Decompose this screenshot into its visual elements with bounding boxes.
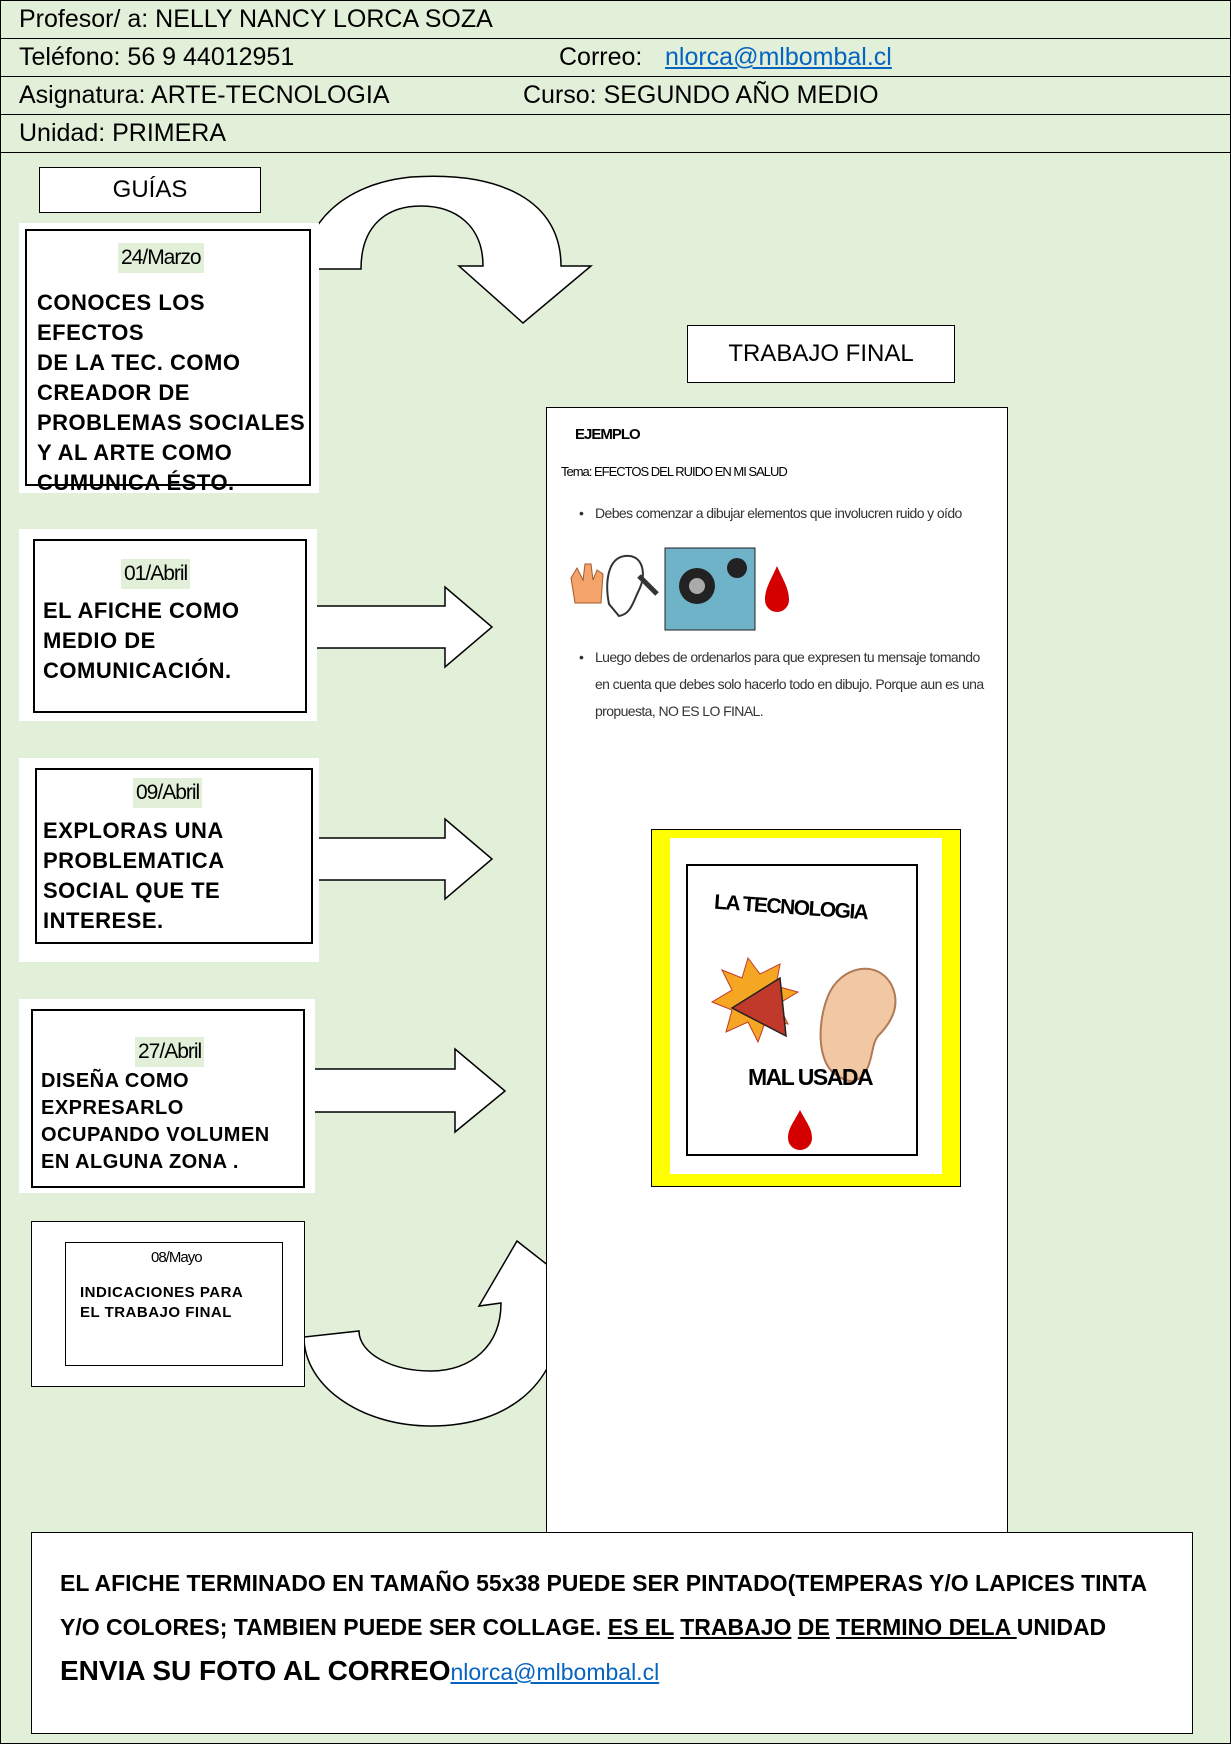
poster-bottom-text: MAL USADA xyxy=(748,1064,874,1090)
final-text-big: ENVIA SU FOTO AL CORREO xyxy=(60,1655,451,1686)
guide-date: 01/Abril xyxy=(121,559,191,589)
final-text-part2: UNIDAD xyxy=(1016,1614,1107,1640)
poster-art xyxy=(710,956,897,1150)
example-panel: EJEMPLO Tema: EFECTOS DEL RUIDO EN MI SA… xyxy=(546,407,1008,1551)
curved-arrow-top xyxy=(303,175,594,324)
final-text-part1: EL AFICHE TERMINADO EN TAMAÑO 55x38 PUED… xyxy=(60,1570,1147,1640)
guide-card-5-inner: 08/Mayo INDICACIONES PARA EL TRABAJO FIN… xyxy=(65,1242,283,1366)
guide-card-5: 08/Mayo INDICACIONES PARA EL TRABAJO FIN… xyxy=(31,1221,305,1387)
bullet-1-text: Debes comenzar a dibujar elementos que i… xyxy=(595,505,962,521)
ear-icon xyxy=(606,554,644,618)
header-row-contact: Teléfono: 56 9 44012951 Correo: nlorca@m… xyxy=(1,39,1230,77)
correo-label: Correo: xyxy=(559,43,643,71)
curso-text: Curso: SEGUNDO AÑO MEDIO xyxy=(523,81,879,109)
guide-card-1: 24/Marzo CONOCES LOS EFECTOS DE LA TEC. … xyxy=(25,229,311,495)
arrow-guide-4 xyxy=(303,1047,507,1134)
final-text-u1: ES EL xyxy=(607,1614,674,1640)
guide-text: CONOCES LOS EFECTOS DE LA TEC. COMO CREA… xyxy=(37,290,306,495)
bullet-dot: • xyxy=(579,505,584,521)
blood-drop-icon xyxy=(765,566,789,612)
guide-date: 09/Abril xyxy=(133,778,203,808)
trabajo-final-label: TRABAJO FINAL xyxy=(687,325,955,383)
header-row-subject: Asignatura: ARTE-TECNOLOGIA Curso: SEGUN… xyxy=(1,77,1230,115)
guide-text: EL AFICHE COMO MEDIO DE COMUNICACIÓN. xyxy=(43,598,240,683)
unidad-text: Unidad: PRIMERA xyxy=(19,119,227,147)
arrow-guide-3 xyxy=(303,817,494,901)
guide-card-3: 09/Abril EXPLORAS UNA PROBLEMATICA SOCIA… xyxy=(35,768,313,944)
blood-drop-icon xyxy=(788,1110,812,1150)
bullet-2-text: Luego debes de ordenarlos para que expre… xyxy=(595,649,984,719)
ear-icon xyxy=(819,967,897,1083)
hand-icon xyxy=(570,563,604,604)
final-text: EL AFICHE TERMINADO EN TAMAÑO 55x38 PUED… xyxy=(60,1561,1172,1694)
header-row-profesor: Profesor/ a: NELLY NANCY LORCA SOZA xyxy=(1,1,1230,39)
poster-frame: LA TECNOLOGIA MAL USADA xyxy=(651,829,961,1187)
guide-date: 24/Marzo xyxy=(118,243,204,273)
poster-mat: LA TECNOLOGIA MAL USADA xyxy=(670,838,942,1174)
megaphone-icon xyxy=(730,976,787,1038)
correo-link[interactable]: nlorca@mlbombal.cl xyxy=(665,43,892,71)
bullet-dot: • xyxy=(579,649,584,665)
final-text-u4: TERMINO DELA xyxy=(836,1614,1017,1640)
bullet-1: • Debes comenzar a dibujar elementos que… xyxy=(579,500,962,527)
clipart-row xyxy=(570,547,789,631)
guide-text: EXPLORAS UNA PROBLEMATICA SOCIAL QUE TE … xyxy=(43,818,225,933)
profesor-text: Profesor/ a: NELLY NANCY LORCA SOZA xyxy=(19,5,493,33)
final-text-u2: TRABAJO xyxy=(680,1614,792,1640)
example-title: EJEMPLO xyxy=(575,426,641,443)
guide-card-4: 27/Abril DISEÑA COMO EXPRESARLO OCUPANDO… xyxy=(31,1009,305,1188)
guide-card-2: 01/Abril EL AFICHE COMO MEDIO DE COMUNIC… xyxy=(33,539,307,713)
final-email-link[interactable]: nlorca@mlbombal.cl xyxy=(450,1659,660,1685)
guias-label: GUÍAS xyxy=(39,167,261,213)
example-tema: Tema: EFECTOS DEL RUIDO EN MI SALUD xyxy=(561,464,788,479)
final-instructions: EL AFICHE TERMINADO EN TAMAÑO 55x38 PUED… xyxy=(31,1532,1193,1734)
arrow-guide-2 xyxy=(303,585,494,669)
guide-text: INDICACIONES PARA EL TRABAJO FINAL xyxy=(80,1284,244,1321)
final-text-u3: DE xyxy=(797,1614,830,1640)
bullet-2: • Luego debes de ordenarlos para que exp… xyxy=(579,644,993,725)
guide-text: DISEÑA COMO EXPRESARLO OCUPANDO VOLUMEN … xyxy=(41,1070,270,1173)
header-row-unidad: Unidad: PRIMERA xyxy=(1,115,1230,153)
pencil-icon xyxy=(637,574,659,596)
asignatura-text: Asignatura: ARTE-TECNOLOGIA xyxy=(19,81,390,109)
guide-date: 08/Mayo xyxy=(151,1249,203,1266)
guide-date: 27/Abril xyxy=(135,1037,205,1067)
telefono-text: Teléfono: 56 9 44012951 xyxy=(19,43,295,71)
poster: LA TECNOLOGIA MAL USADA xyxy=(686,864,918,1156)
